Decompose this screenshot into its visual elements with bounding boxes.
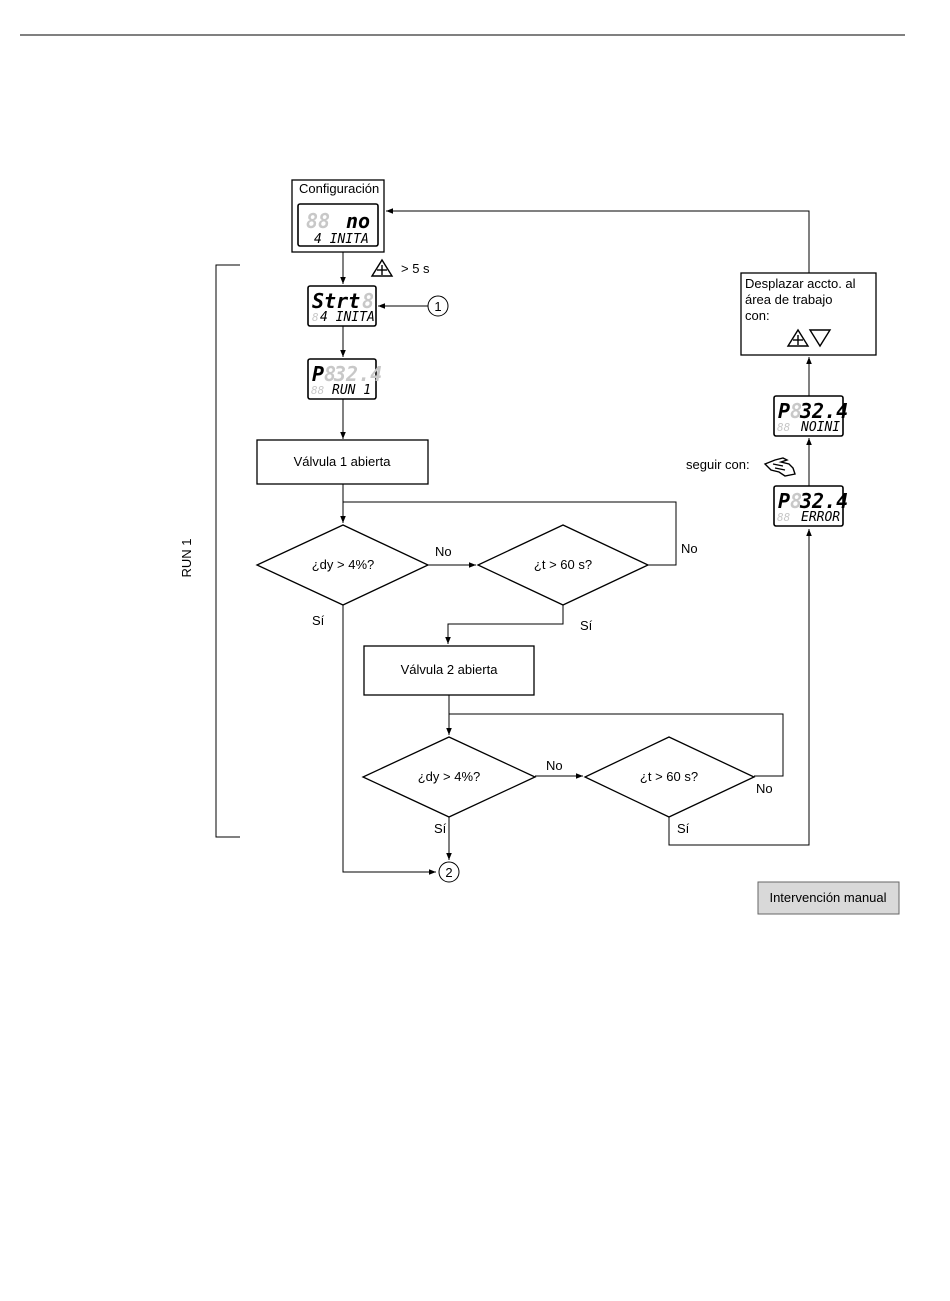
run-lcd-bottom: RUN 1 [332,383,371,398]
run-bracket: RUN 1 [179,265,240,837]
decision-t-2: ¿t > 60 s? [585,737,754,817]
decision-dy-1: ¿dy > 4%? [257,525,428,605]
svg-text:88: 88 [311,384,325,397]
svg-text:88: 88 [777,421,791,434]
valve1-box: Válvula 1 abierta [257,440,428,484]
edge-si-t-1: Sí [580,618,593,633]
edge-si-2: Sí [434,821,447,836]
plus-triangle-icon [372,260,392,276]
plus-hold-indicator: > 5 s [372,260,430,276]
valve2-label: Válvula 2 abierta [401,662,499,677]
run-lcd: P 8 32.4 88 RUN 1 [308,359,382,399]
run-bracket-label: RUN 1 [179,538,194,577]
connector-1-label: 1 [434,299,441,314]
edge-no-2: No [546,758,563,773]
config-box: Configuración 88 no 4 INITA [292,180,384,252]
connector-2: 2 [439,862,459,882]
connector-1: 1 [428,296,448,316]
config-lcd-bottom: 4 INITA [314,232,369,247]
edge-si-t-2: Sí [677,821,690,836]
strt-lcd-bottom: 4 INITA [320,310,375,325]
error-lcd: P 8 32.4 88 ERROR [774,486,848,526]
connector-2-label: 2 [445,865,452,880]
noini-lcd-bottom: NOINI [800,420,840,435]
move-line2: área de trabajo [745,292,832,307]
edge-no-1: No [435,544,452,559]
svg-text:8: 8 [312,311,319,324]
decision-dy-1-label: ¿dy > 4%? [312,557,375,572]
valve1-label: Válvula 1 abierta [294,454,392,469]
decision-t-1: ¿t > 60 s? [478,525,648,605]
continue-label: seguir con: [686,457,750,472]
config-title: Configuración [299,181,379,196]
edge-si-1: Sí [312,613,325,628]
plus-hold-label: > 5 s [401,261,430,276]
error-lcd-p: P [778,489,790,513]
strt-lcd: Strt 8 8 4 INITA [308,286,376,326]
svg-text:88: 88 [306,209,330,233]
run-lcd-p: P [312,362,324,386]
legend-label: Intervención manual [769,890,886,905]
svg-text:88: 88 [777,511,791,524]
decision-dy-2-label: ¿dy > 4%? [418,769,481,784]
decision-t-1-label: ¿t > 60 s? [534,557,592,572]
move-actuator-box: Desplazar accto. al área de trabajo con: [741,273,876,355]
config-lcd-top: no [346,209,370,233]
edge-no-loop-2: No [756,781,773,796]
edge-no-loop-1: No [681,541,698,556]
move-line1: Desplazar accto. al [745,276,856,291]
decision-dy-2: ¿dy > 4%? [363,737,535,817]
move-line3: con: [745,308,770,323]
noini-lcd-p: P [778,399,790,423]
valve2-box: Válvula 2 abierta [364,646,534,695]
legend-manual: Intervención manual [758,882,899,914]
decision-t-2-label: ¿t > 60 s? [640,769,698,784]
hand-icon [765,458,795,476]
error-lcd-bottom: ERROR [801,510,840,525]
noini-lcd: P 8 32.4 88 NOINI [774,396,848,436]
